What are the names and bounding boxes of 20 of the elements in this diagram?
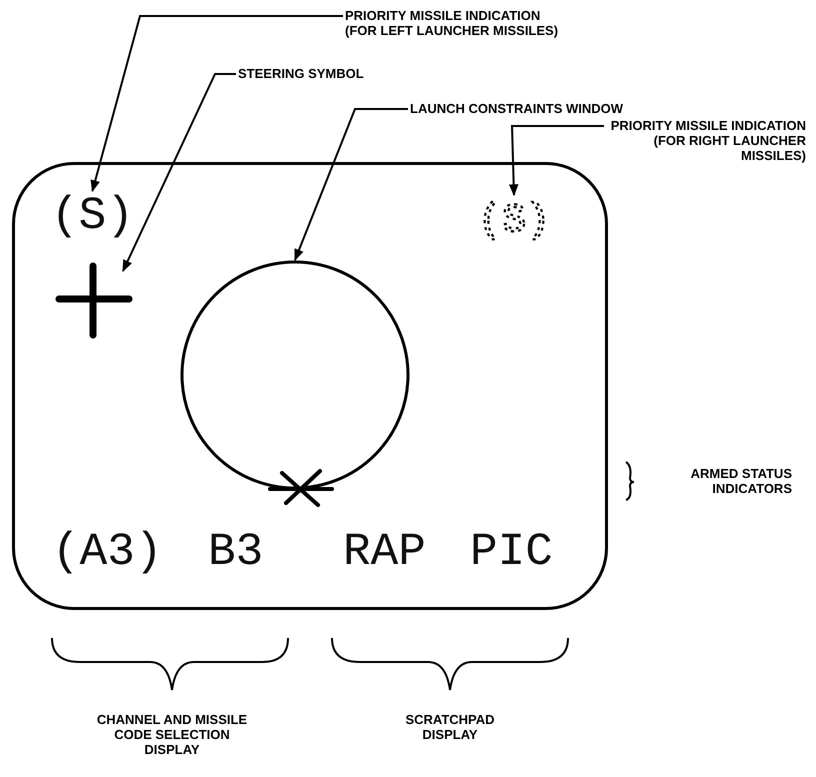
display-readout: PIC: [470, 527, 553, 577]
callout-text: SCRATCHPAD DISPLAY: [404, 712, 496, 742]
callout-text: PRIORITY MISSILE INDICATION (FOR RIGHT LAUNCHER MISSILES): [606, 118, 806, 163]
callout-text: PRIORITY MISSILE INDICATION (FOR LEFT LAUNCHER MISSILES): [345, 8, 575, 38]
priority-indicator: (S): [473, 195, 555, 239]
callout-text: STEERING SYMBOL: [238, 66, 398, 81]
display-readout: (A3): [52, 527, 162, 577]
leader-line: [122, 73, 236, 272]
leader-line: [508, 125, 604, 196]
leader-line: [90, 15, 343, 192]
display-readout: RAP: [343, 527, 426, 577]
launch-window-circle: [180, 260, 410, 490]
priority-indicator: (S): [51, 191, 134, 241]
leader-line: [294, 108, 408, 262]
display-readout: B3: [208, 527, 264, 577]
callout-text: CHANNEL AND MISSILE CODE SELECTION DISPLAY: [96, 712, 248, 757]
display-screen: [12, 162, 608, 610]
steering-cross: [57, 263, 131, 337]
callout-text: LAUNCH CONSTRAINTS WINDOW: [410, 101, 624, 116]
callout-text: ARMED STATUS INDICATORS: [690, 466, 792, 496]
